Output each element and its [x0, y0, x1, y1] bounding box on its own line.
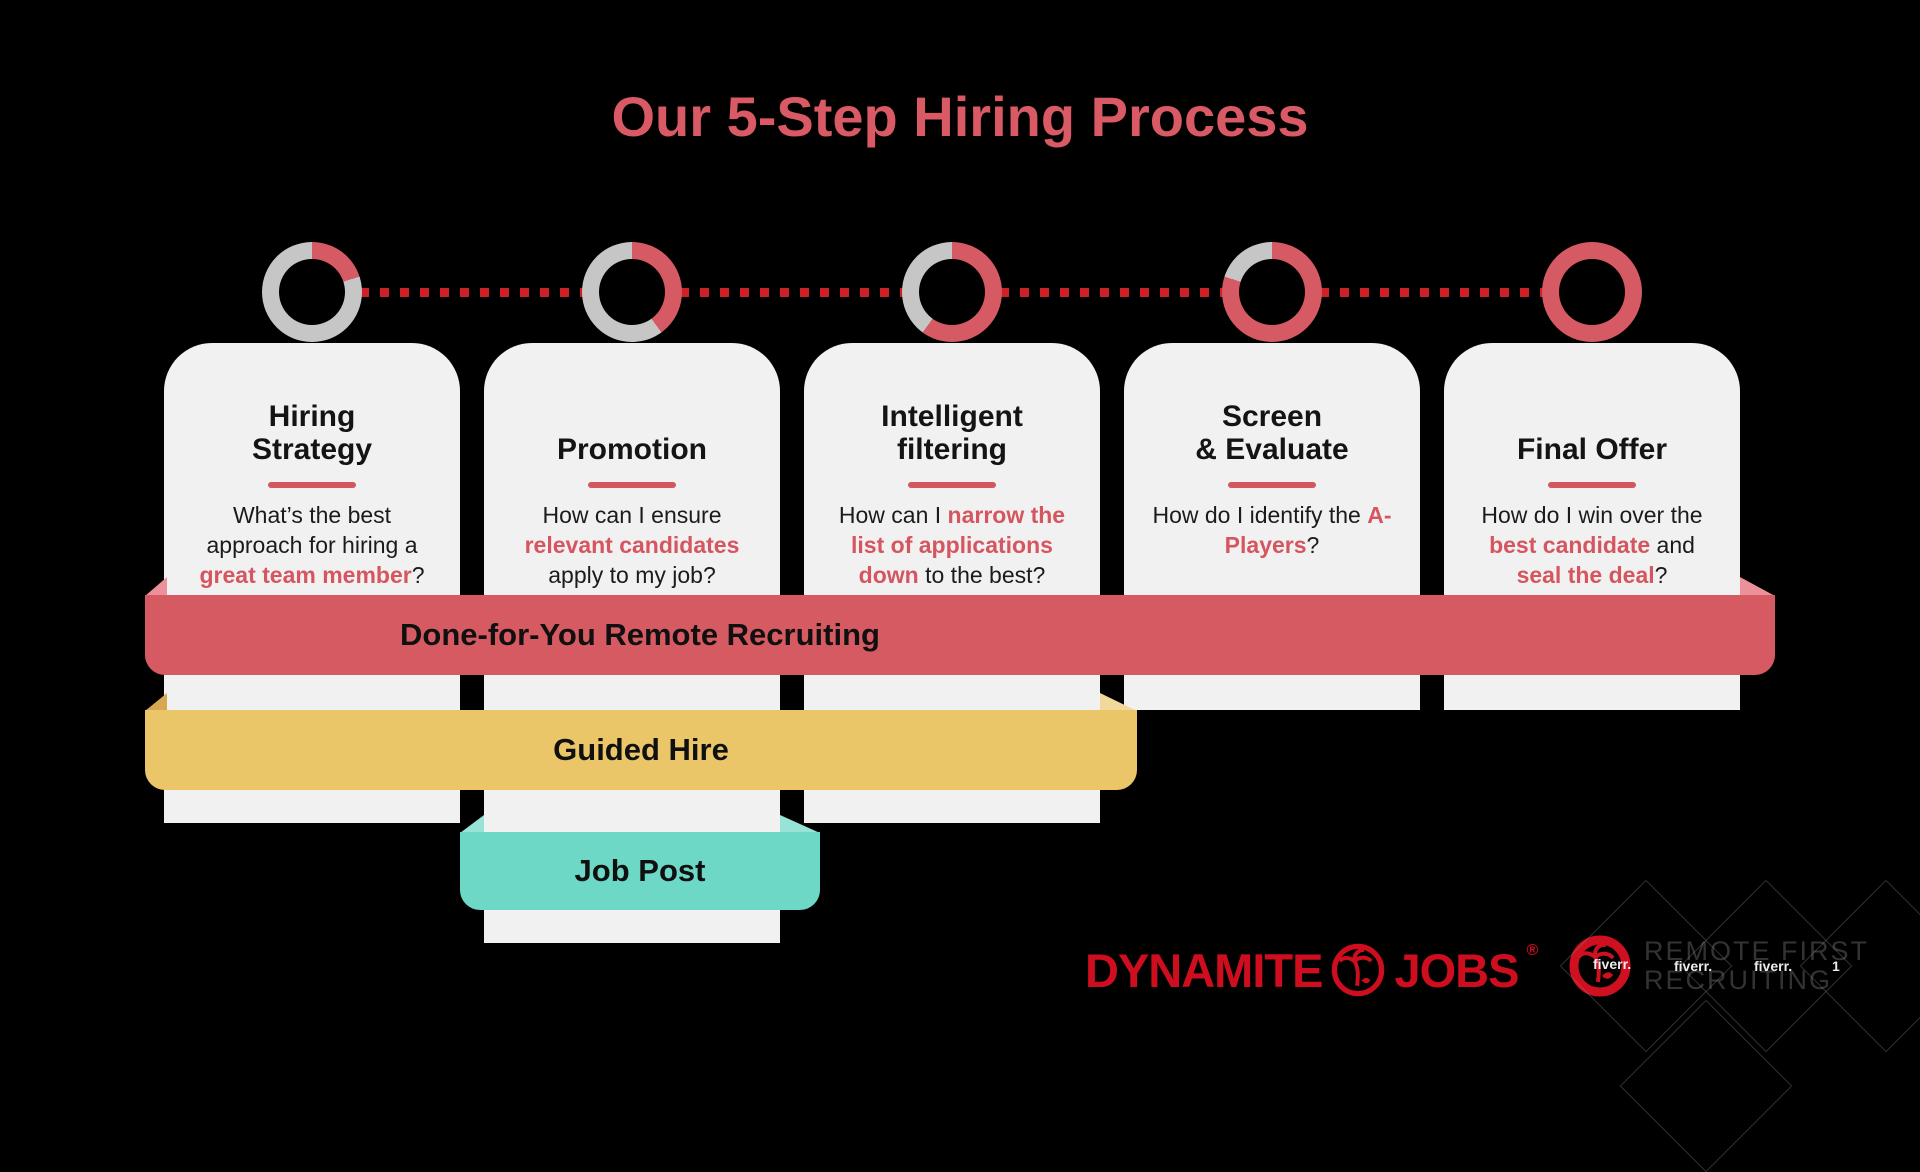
question-text: How can I — [838, 502, 948, 528]
infographic-canvas: Our 5-Step Hiring Process Hiring Strateg… — [145, 85, 1920, 1172]
highlighted-phrase: best candidate — [1489, 531, 1651, 558]
title-underline — [1548, 482, 1636, 488]
remote-first-recruiting-logo: REMOTE FIRST RECRUITING — [1568, 934, 1869, 998]
progress-donut-icon — [1222, 242, 1322, 342]
question-text: to the best? — [918, 561, 1046, 588]
ribbon-fold — [145, 693, 167, 711]
step-question: How can I narrow the list of application… — [828, 501, 1076, 591]
step-question: How do I identify the A-Players? — [1148, 501, 1396, 561]
question-text: How do I win over the — [1481, 502, 1703, 528]
registered-mark: ® — [1526, 942, 1539, 959]
question-text: and — [1650, 531, 1695, 558]
question-text: What’s the best approach for hiring a — [206, 502, 418, 558]
title-underline — [908, 482, 996, 488]
step-title: Screen & Evaluate — [1195, 399, 1349, 467]
logo-line: RECRUITING — [1644, 965, 1832, 995]
question-text: apply to my job? — [548, 561, 716, 588]
dynamite-jobs-logo: DYNAMITE JOBS ® — [1085, 940, 1538, 1000]
ribbon-fold — [460, 815, 484, 833]
logo-line: REMOTE FIRST — [1644, 935, 1869, 966]
ribbon-guided-hire: Guided Hire — [145, 710, 1137, 790]
highlighted-phrase: A-Players — [1224, 502, 1392, 558]
watermark-text: fiverr. — [1754, 958, 1793, 974]
ribbon-label: Done-for-You Remote Recruiting — [400, 617, 880, 652]
step-title: Intelligent filtering — [881, 399, 1023, 467]
question-text: ? — [1654, 561, 1668, 588]
logo-word: JOBS — [1394, 943, 1519, 997]
title-underline — [588, 482, 676, 488]
watermark-text: fiverr. — [1674, 958, 1713, 974]
step-title: Final Offer — [1516, 433, 1667, 467]
question-text: ? — [1306, 531, 1320, 558]
title-underline — [1228, 482, 1316, 488]
watermark-diamond — [1799, 879, 1920, 1053]
question-text: How do I identify the — [1152, 502, 1368, 528]
ribbon-label: Job Post — [574, 853, 706, 888]
ribbon-fold — [1740, 577, 1775, 596]
step-question: How do I win over the best candidate and… — [1468, 501, 1716, 591]
watermark-text: 1 — [1832, 958, 1840, 974]
step-title: Promotion — [557, 433, 707, 467]
page-title: Our 5-Step Hiring Process — [611, 85, 1309, 148]
progress-donut-icon — [262, 242, 362, 342]
ribbon-job-post: Job Post — [460, 832, 820, 910]
highlighted-phrase: narrow the list of applications down — [851, 502, 1066, 588]
title-underline — [268, 482, 356, 488]
ribbon-label: Guided Hire — [553, 732, 729, 767]
question-text: How can I ensure — [542, 502, 722, 528]
progress-donut-icon — [1542, 242, 1642, 342]
highlighted-phrase: seal the deal — [1516, 561, 1655, 588]
step-question: What’s the best approach for hiring a gr… — [188, 501, 436, 591]
progress-donut-icon — [902, 242, 1002, 342]
ribbon-done-for-you: Done-for-You Remote Recruiting — [145, 595, 1775, 675]
step-question: How can I ensure relevant candidates app… — [508, 501, 756, 591]
highlighted-phrase: relevant candidates — [524, 531, 740, 558]
logo-word: DYNAMITE — [1085, 943, 1323, 997]
watermark-text: fiverr. — [1593, 956, 1632, 972]
question-text: ? — [411, 561, 425, 588]
progress-donut-icon — [582, 242, 682, 342]
step-title: Hiring Strategy — [251, 399, 373, 467]
highlighted-phrase: great team member — [199, 561, 412, 588]
logo-text: REMOTE FIRST RECRUITING — [1644, 935, 1869, 995]
palm-tree-circle-icon — [1568, 934, 1632, 998]
palm-tree-icon — [1330, 942, 1386, 998]
